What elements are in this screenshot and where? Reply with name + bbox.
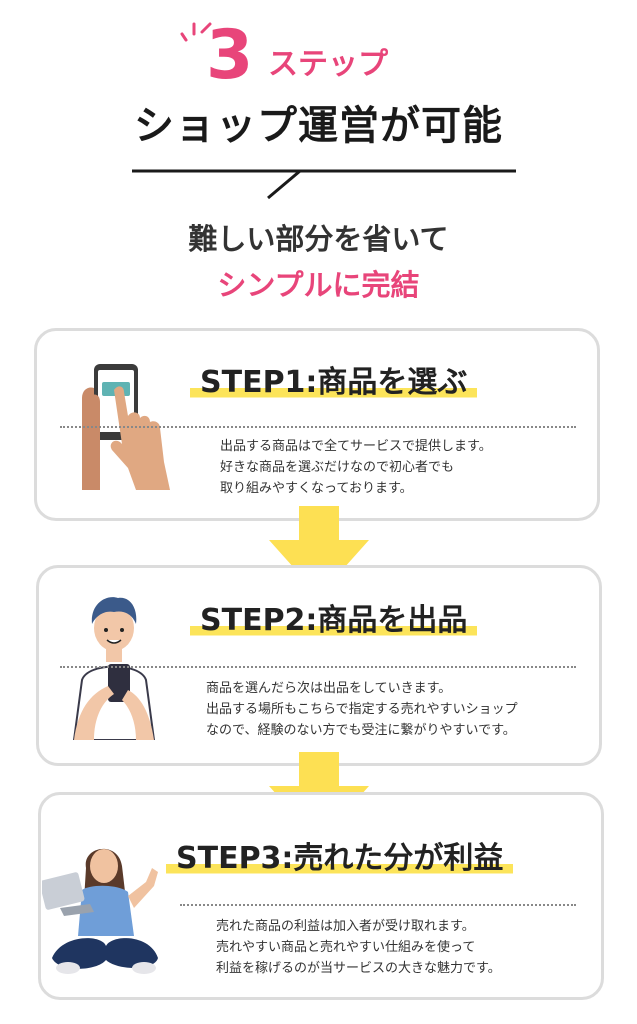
- step-2-title: STEP2:商品を出品: [190, 606, 478, 638]
- lead-highlight-text: シンプルに完結: [217, 268, 420, 302]
- hand-tapping-phone-icon: [82, 364, 170, 490]
- step-1-title: STEP1:商品を選ぶ: [190, 368, 478, 400]
- step-3-line: 売れやすい商品と売れやすい仕組みを使って: [216, 940, 476, 955]
- lead-text: 難しい部分を省いて: [188, 222, 449, 256]
- page-title: ショップ運営が可能: [134, 103, 503, 149]
- step-1-line: 好きな商品を選ぶだけなので初心者でも: [220, 460, 455, 475]
- hero-step-count: 3: [206, 16, 253, 95]
- step-2-line: 商品を選んだら次は出品をしていきます。: [206, 681, 452, 696]
- step-2-line: なので、経験のない方でも受注に繋がりやすいです。: [206, 723, 516, 738]
- step-1-line: 出品する商品はで全てサービスで提供します。: [220, 439, 492, 454]
- step-2-line: 出品する場所もこちらで指定する売れやすいショップ: [206, 702, 518, 717]
- hero-step-word: ステップ: [268, 47, 388, 82]
- step-3-divider: [180, 904, 576, 906]
- step-1-divider: [60, 426, 576, 428]
- step-2-description: 商品を選んだら次は出品をしていきます。 出品する場所もこちらで指定する売れやすい…: [206, 678, 518, 741]
- title-underline: [132, 169, 516, 200]
- step-1-description: 出品する商品はで全てサービスで提供します。 好きな商品を選ぶだけなので初心者でも…: [220, 436, 492, 499]
- sparkle-lines-icon: [180, 22, 212, 42]
- arrow-down-icon: [269, 506, 369, 596]
- step-3-line: 利益を稼げるのが当サービスの大きな魅力です。: [216, 961, 501, 976]
- step-3-description: 売れた商品の利益は加入者が受け取れます。 売れやすい商品と売れやすい仕組みを使っ…: [216, 916, 501, 979]
- step-2-divider: [60, 666, 576, 668]
- step-3-line: 売れた商品の利益は加入者が受け取れます。: [216, 919, 475, 934]
- step-3-title: STEP3:売れた分が利益: [166, 844, 514, 876]
- man-holding-phone-icon: [72, 597, 156, 740]
- woman-with-laptop-thumbs-up-icon: [42, 848, 158, 974]
- step-1-line: 取り組みやすくなっております。: [220, 481, 413, 496]
